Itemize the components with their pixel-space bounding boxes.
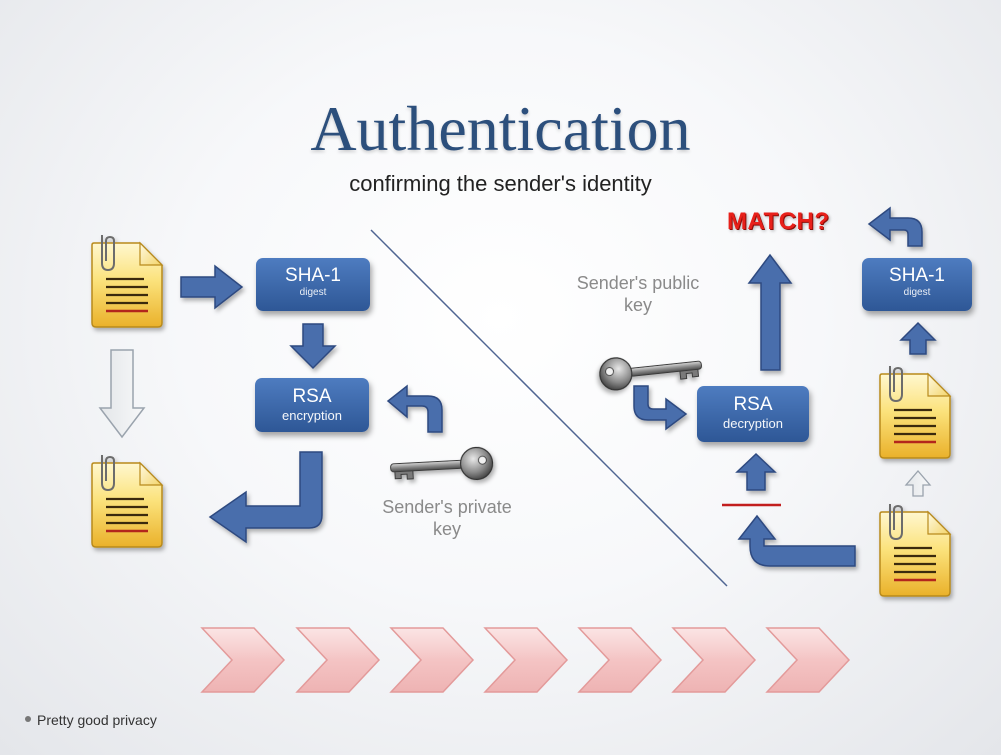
sha1-digest-box-right: SHA-1 digest [862,258,972,311]
arrow-icon [289,323,337,370]
box-subtitle: digest [903,287,931,298]
rsa-encryption-box: RSA encryption [255,378,369,432]
sha1-digest-box-left: SHA-1 digest [256,258,370,311]
box-subtitle: digest [299,287,327,298]
chevron-icon [672,627,756,693]
bullet-text: Pretty good privacy [37,712,157,728]
copy-arrow-icon [904,470,932,497]
key-icon [389,446,494,485]
arrow-icon [899,321,937,355]
box-subtitle: decryption [723,416,783,431]
document-icon [878,502,952,598]
arrow-icon [737,514,856,567]
private-key-label: Sender's private key [362,496,532,540]
chevron-icon [578,627,662,693]
public-key-label: Sender's public key [553,272,723,316]
box-title: RSA [733,394,773,415]
chevron-icon [390,627,474,693]
document-icon [90,453,164,549]
document-icon [90,233,164,329]
arrow-icon [386,384,443,433]
bullet-icon [25,716,31,723]
slide-title: Authentication [310,93,691,164]
arrow-icon [867,206,923,247]
arrow-icon [633,385,688,431]
copy-arrow-icon [98,349,146,439]
bullet-item: Pretty good privacy [25,712,157,728]
private-key-label-line2: key [432,519,461,539]
box-title: RSA [292,386,332,407]
document-icon [878,364,952,460]
divider-line [370,229,728,587]
slide-subtitle: confirming the sender's identity [349,171,652,196]
chevron-icon [201,627,285,693]
arrow-icon [208,451,323,544]
match-label: MATCH? [727,208,830,235]
box-subtitle: encryption [282,408,342,423]
key-icon [597,348,704,393]
chevron-icon [766,627,850,693]
arrow-icon [747,253,793,371]
chevron-icon [484,627,568,693]
arrow-icon [180,264,244,310]
box-title: SHA-1 [889,265,945,286]
private-key-label-line1: Sender's private [382,497,512,517]
chevron-icon [296,627,380,693]
rsa-decryption-box: RSA decryption [697,386,809,442]
public-key-label-line1: Sender's public [576,273,700,293]
arrow-icon [735,452,777,491]
public-key-label-line2: key [623,295,652,315]
box-title: SHA-1 [285,265,341,286]
